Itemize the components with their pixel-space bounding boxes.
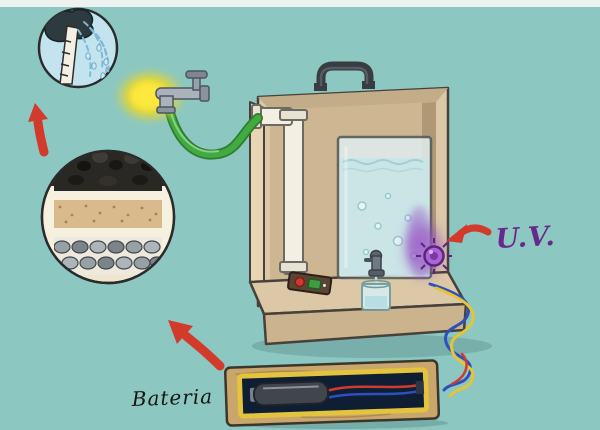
wire-red: [450, 352, 468, 386]
faucet-assembly: [114, 68, 210, 124]
green-button: [307, 278, 322, 290]
carry-handle-icon: [314, 61, 375, 91]
green-hose: [165, 107, 263, 160]
uv-bulb-icon: [416, 238, 452, 274]
battery-terminal: [415, 380, 425, 395]
water-droplets-icon: [85, 44, 109, 80]
water-glass: [361, 279, 391, 311]
red-button: [294, 276, 305, 288]
battery-cell-icon: [249, 380, 330, 407]
filter-divider-bottom: [42, 228, 174, 237]
tree-trunk-icon: [59, 25, 79, 85]
top-edge-strip: [0, 0, 600, 7]
red-arrow-diagonal-icon: [168, 320, 225, 371]
red-arrow-up-icon: [28, 103, 49, 157]
uv-label: U.V.: [495, 221, 557, 255]
box-top-edge: [258, 88, 448, 110]
battery-label: Bateria: [130, 384, 213, 411]
sand-layer: [42, 200, 174, 228]
faucet-icon: [155, 70, 210, 114]
wire-yellow: [434, 286, 475, 398]
control-panel: [287, 271, 333, 296]
filter-divider-top: [42, 191, 174, 200]
red-arrow-uv-icon: [446, 224, 492, 243]
battery-wire-red: [328, 383, 422, 392]
battery-wire-blue: [328, 389, 422, 399]
water-spray-icon: [77, 21, 110, 77]
battery-assembly: [224, 359, 441, 427]
water-source-circle: [37, 7, 119, 89]
uv-lamp: [400, 204, 452, 282]
water-tank: [336, 135, 433, 280]
wires: [428, 282, 475, 398]
tank-spigot-icon: [364, 249, 385, 288]
